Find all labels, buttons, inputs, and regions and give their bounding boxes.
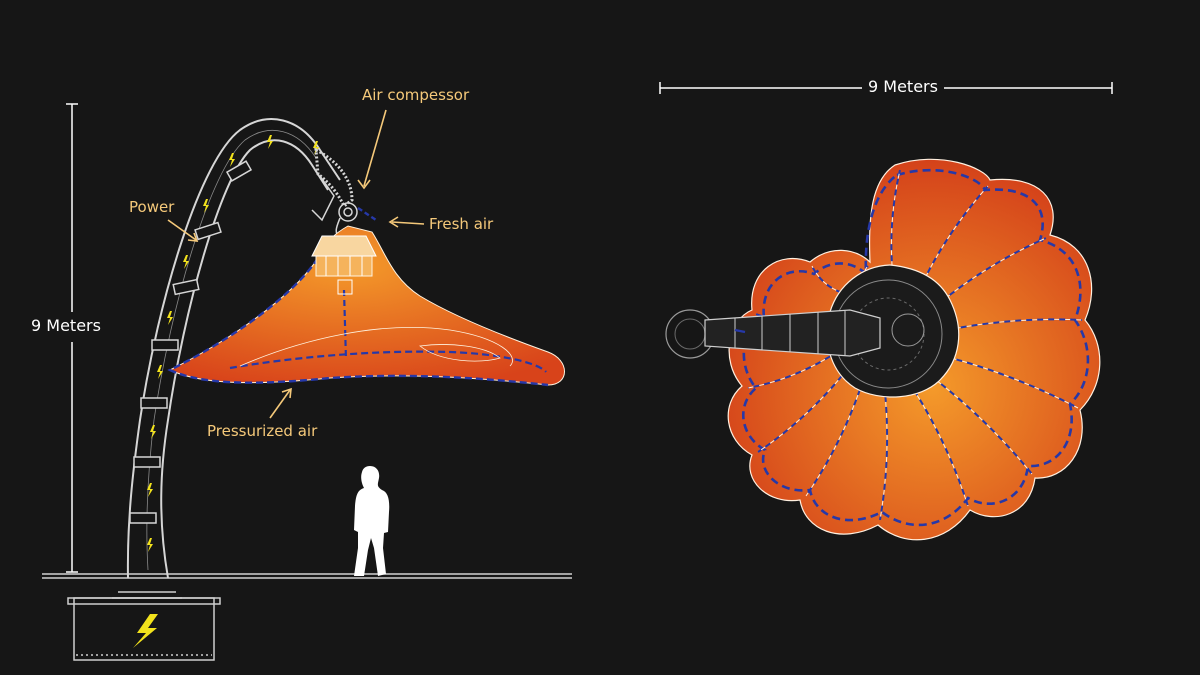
height-dimension-label: 9 Meters: [25, 316, 107, 335]
width-dimension-label: 9 Meters: [862, 77, 944, 96]
seam-air-channel: [747, 355, 831, 389]
fresh-air-label: Fresh air: [429, 215, 494, 233]
power-bolt-icon: [229, 153, 235, 167]
power-bolt-icon: [157, 365, 163, 379]
side-view: [42, 103, 572, 661]
power-bolt-icon: [313, 141, 319, 155]
foundation: [67, 591, 221, 661]
arch-arm-top: [665, 309, 881, 359]
power-bolt-icon: [147, 538, 153, 552]
canopy-air-ring: [742, 168, 1090, 527]
arch-clamps: [129, 160, 253, 524]
canopy-side: [167, 225, 565, 387]
seam-air-channel: [890, 169, 901, 273]
air-compressor-unit: [311, 147, 358, 241]
support-arch: [126, 118, 341, 579]
lightning-bolt-icon: [133, 614, 158, 648]
seam-air-channel: [940, 237, 1047, 303]
air-compressor-label: Air compessor: [362, 86, 470, 104]
power-bolt-icon: [167, 311, 173, 325]
ground-line: [42, 573, 572, 579]
seam-air-channel: [945, 355, 1079, 409]
power-label: Power: [129, 198, 175, 216]
seam-air-channel: [757, 375, 843, 453]
power-bolt-icon: [147, 483, 153, 497]
callout-arrows: [167, 109, 425, 419]
canopy-seams: [747, 169, 1083, 521]
seam-air-channel: [913, 389, 969, 507]
seam-air-channel: [921, 185, 989, 284]
seam-air-channel: [931, 376, 1033, 475]
power-bolt-icon: [267, 135, 273, 149]
pressurized-air-label: Pressurized air: [207, 422, 318, 440]
power-bolt-icon: [150, 425, 156, 439]
seam-air-channel: [811, 265, 843, 294]
power-bolt-icon: [203, 199, 209, 213]
center-hub: [826, 264, 960, 398]
power-bolts: [147, 135, 319, 552]
power-bolt-icon: [183, 255, 189, 269]
fresh-air-flow: [357, 207, 377, 221]
seam-air-channel: [949, 318, 1083, 331]
person-silhouette-icon: [354, 466, 390, 576]
seam-air-channel: [879, 395, 889, 521]
top-view: [659, 82, 1113, 541]
seam-air-channel: [805, 388, 861, 497]
height-dimension-line: [66, 103, 78, 573]
